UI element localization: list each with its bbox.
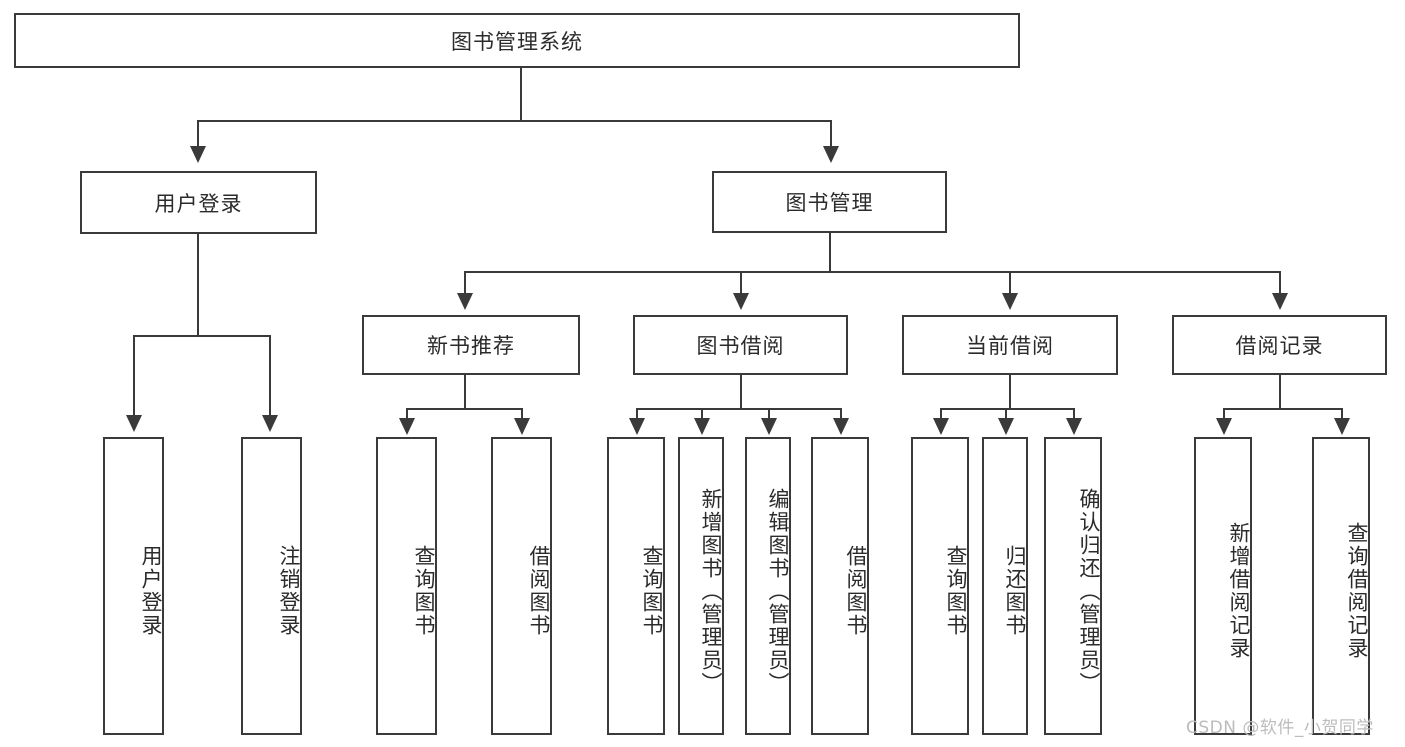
leaf-bb-edit-book-admin[interactable]: 编辑图书（管理员） — [745, 437, 791, 735]
node-root-system[interactable]: 图书管理系统 — [14, 13, 1020, 68]
node-label: 确认归还（管理员） — [1077, 487, 1101, 695]
edge-user-login-bar — [133, 335, 269, 337]
edge-cb-stem — [1009, 375, 1011, 408]
leaf-cb-confirm-return-admin[interactable]: 确认归还（管理员） — [1044, 437, 1102, 735]
node-label: 查询借阅记录 — [1345, 522, 1369, 660]
arrow-nbr-to-leaf-1 — [514, 418, 530, 435]
edge-cb-to-leaf-2 — [1073, 408, 1075, 420]
edge-root-to-book-manage — [830, 120, 832, 148]
edge-book-management-stem — [829, 233, 831, 271]
edge-br-to-leaf-0 — [1223, 408, 1225, 420]
edge-bb-bar — [636, 408, 840, 410]
node-label: 归还图书 — [1003, 545, 1027, 637]
edge-book-management-bar — [464, 271, 1280, 273]
arrow-bb-to-leaf-3 — [833, 418, 849, 435]
leaf-br-query-record[interactable]: 查询借阅记录 — [1312, 437, 1370, 735]
edge-nbr-to-leaf-1 — [521, 408, 523, 420]
edge-cb-to-leaf-0 — [940, 408, 942, 420]
arrow-bb-to-leaf-1 — [694, 418, 710, 435]
arrow-cb-to-leaf-0 — [933, 418, 949, 435]
edge-nbr-stem — [464, 375, 466, 408]
arrow-root-to-book-manage — [823, 146, 839, 163]
edge-bm-to-current-borrow — [1009, 271, 1011, 296]
leaf-user-login-login[interactable]: 用户登录 — [103, 437, 164, 735]
leaf-user-login-logout[interactable]: 注销登录 — [241, 437, 302, 735]
arrow-bm-to-current-borrow — [1002, 293, 1018, 310]
node-current-borrow[interactable]: 当前借阅 — [902, 315, 1118, 375]
node-new-book-recommend[interactable]: 新书推荐 — [362, 315, 580, 375]
edge-user-login-to-leaf-1 — [269, 335, 271, 418]
node-user-login[interactable]: 用户登录 — [80, 171, 317, 234]
node-label: 编辑图书（管理员） — [766, 487, 790, 695]
edge-user-login-to-leaf-0 — [133, 335, 135, 418]
node-label: 当前借阅 — [966, 334, 1054, 358]
edge-bb-to-leaf-1 — [701, 408, 703, 420]
arrow-cb-to-leaf-1 — [998, 418, 1014, 435]
arrow-bm-to-new-book — [457, 293, 473, 310]
leaf-bb-query-book[interactable]: 查询图书 — [607, 437, 665, 735]
leaf-br-add-record[interactable]: 新增借阅记录 — [1194, 437, 1252, 735]
node-label: 图书借阅 — [696, 334, 785, 358]
edge-bm-to-new-book — [464, 271, 466, 296]
node-label: 用户登录 — [139, 545, 163, 637]
node-label: 新增图书（管理员） — [699, 487, 723, 695]
arrow-user-login-to-leaf-1 — [262, 415, 278, 432]
node-borrow-record[interactable]: 借阅记录 — [1172, 315, 1387, 375]
leaf-bb-add-book-admin[interactable]: 新增图书（管理员） — [678, 437, 724, 735]
node-label: 查询图书 — [944, 545, 968, 637]
arrow-br-to-leaf-0 — [1216, 418, 1232, 435]
edge-bb-to-leaf-3 — [840, 408, 842, 420]
edge-bm-to-borrow-record — [1279, 271, 1281, 296]
arrow-bb-to-leaf-0 — [629, 418, 645, 435]
node-label: 注销登录 — [277, 545, 301, 637]
node-label: 新增借阅记录 — [1227, 522, 1251, 660]
node-label: 查询图书 — [640, 545, 664, 637]
edge-br-bar — [1223, 408, 1341, 410]
edge-nbr-bar — [406, 408, 521, 410]
leaf-cb-return-book[interactable]: 归还图书 — [982, 437, 1028, 735]
edge-cb-to-leaf-1 — [1005, 408, 1007, 420]
node-book-borrow[interactable]: 图书借阅 — [633, 315, 848, 375]
node-label: 查询图书 — [412, 545, 436, 637]
node-label: 新书推荐 — [427, 334, 515, 358]
edge-root-to-user-login — [197, 120, 199, 148]
edge-br-to-leaf-1 — [1341, 408, 1343, 420]
edge-root-stem — [520, 68, 522, 120]
node-label: 图书管理 — [785, 191, 874, 215]
node-label: 借阅记录 — [1235, 334, 1324, 358]
edge-bb-stem — [740, 375, 742, 408]
arrow-cb-to-leaf-2 — [1066, 418, 1082, 435]
edge-root-bar — [197, 120, 832, 122]
node-label: 借阅图书 — [844, 545, 868, 637]
arrow-bm-to-borrow-record — [1272, 293, 1288, 310]
arrow-br-to-leaf-1 — [1334, 418, 1350, 435]
csdn-watermark: CSDN @软件_小贺同学 — [1186, 718, 1374, 738]
node-label: 用户登录 — [154, 191, 243, 216]
leaf-bb-borrow-book[interactable]: 借阅图书 — [811, 437, 869, 735]
arrow-bb-to-leaf-2 — [761, 418, 777, 435]
edge-bb-to-leaf-0 — [636, 408, 638, 420]
node-label: 图书管理系统 — [451, 29, 583, 54]
node-book-management[interactable]: 图书管理 — [712, 171, 947, 233]
arrow-nbr-to-leaf-0 — [399, 418, 415, 435]
edge-br-stem — [1279, 375, 1281, 408]
edge-nbr-to-leaf-0 — [406, 408, 408, 420]
edge-bb-to-leaf-2 — [768, 408, 770, 420]
leaf-cb-query-book[interactable]: 查询图书 — [911, 437, 969, 735]
arrow-bm-to-book-borrow — [733, 293, 749, 310]
node-label: 借阅图书 — [527, 545, 551, 637]
edge-user-login-stem — [197, 234, 199, 335]
leaf-nbr-query-book[interactable]: 查询图书 — [376, 437, 437, 735]
edge-bm-to-book-borrow — [740, 271, 742, 296]
arrow-user-login-to-leaf-0 — [126, 415, 142, 432]
arrow-root-to-user-login — [190, 146, 206, 163]
leaf-nbr-borrow-book[interactable]: 借阅图书 — [491, 437, 552, 735]
